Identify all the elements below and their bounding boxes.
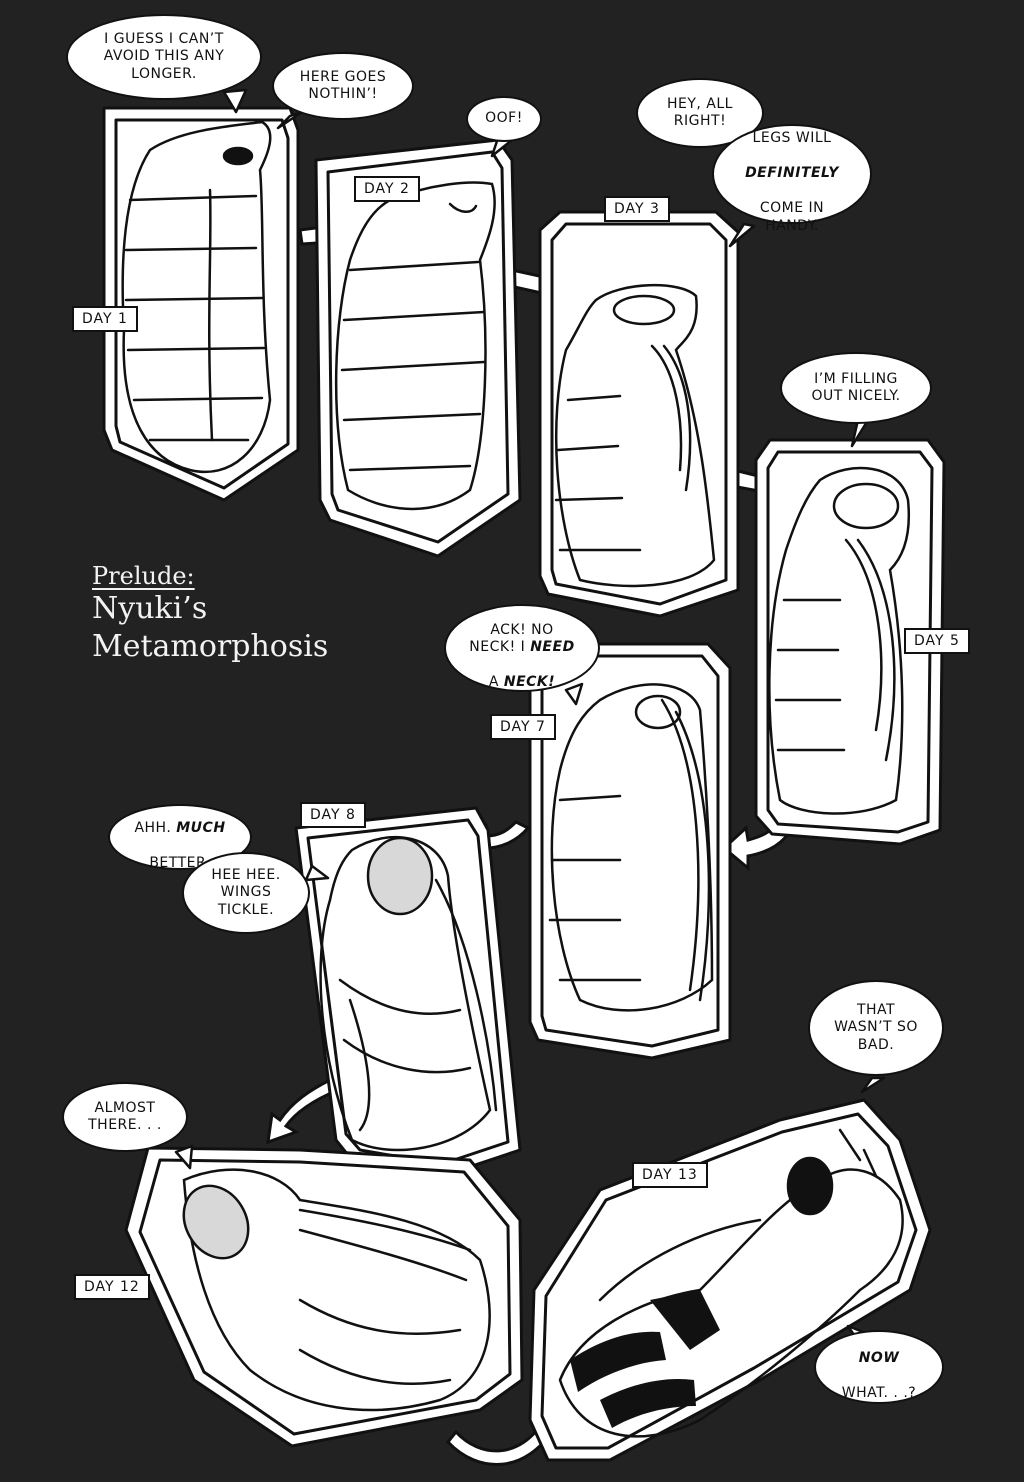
pupa-day-3	[554, 283, 716, 588]
cell-day-5	[754, 438, 946, 846]
arrow-icon	[266, 1078, 341, 1145]
speech-bubble-now-what: NOW WHAT. . .?	[814, 1330, 944, 1404]
day-label-3: DAY 3	[604, 196, 670, 222]
day-label-13: DAY 13	[632, 1162, 708, 1188]
speech-bubble-day-1: I GUESS I CAN’T AVOID THIS ANY LONGER.	[66, 14, 262, 100]
pupa-day-8	[319, 835, 492, 1152]
cell-day-8	[294, 806, 522, 1178]
pupa-day-5	[768, 466, 911, 815]
cell-day-7	[528, 642, 732, 1060]
day-label-8: DAY 8	[300, 802, 366, 828]
pupa-day-12	[182, 1168, 491, 1412]
cell-day-2	[314, 138, 522, 558]
speech-bubble-wings-tickle: HEE HEE. WINGS TICKLE.	[182, 852, 310, 934]
pupa-day-2	[334, 181, 496, 511]
day-label-7: DAY 7	[490, 714, 556, 740]
speech-bubble-legs: LEGS WILL DEFINITELY COME IN HANDY.	[712, 124, 872, 234]
day-label-2: DAY 2	[354, 176, 420, 202]
pupa-day-7	[550, 683, 714, 1012]
day-label-1: DAY 1	[72, 306, 138, 332]
speech-bubble-wasnt-so-bad: THAT WASN’T SO BAD.	[808, 980, 944, 1076]
speech-bubble-oof: OOF!	[466, 96, 542, 142]
day-label-5: DAY 5	[904, 628, 970, 654]
title-block: Prelude: Nyuki’s Metamorphosis	[92, 562, 328, 666]
day-label-12: DAY 12	[74, 1274, 150, 1300]
speech-bubble-here-goes: HERE GOES NOTHIN’!	[272, 52, 414, 120]
title-line-1: Nyuki’s	[92, 591, 208, 626]
title-prelude: Prelude:	[92, 562, 195, 590]
bee-day-13	[558, 1168, 904, 1438]
speech-bubble-almost-there: ALMOST THERE. . .	[62, 1082, 188, 1152]
cell-day-3	[538, 210, 740, 618]
title-line-2: Metamorphosis	[92, 629, 329, 664]
speech-bubble-filling-out: I’M FILLING OUT NICELY.	[780, 352, 932, 424]
speech-bubble-neck: ACK! NO NECK! I NEED A NECK!	[444, 604, 600, 692]
cell-day-1	[102, 106, 300, 502]
cell-day-13	[528, 1098, 932, 1462]
